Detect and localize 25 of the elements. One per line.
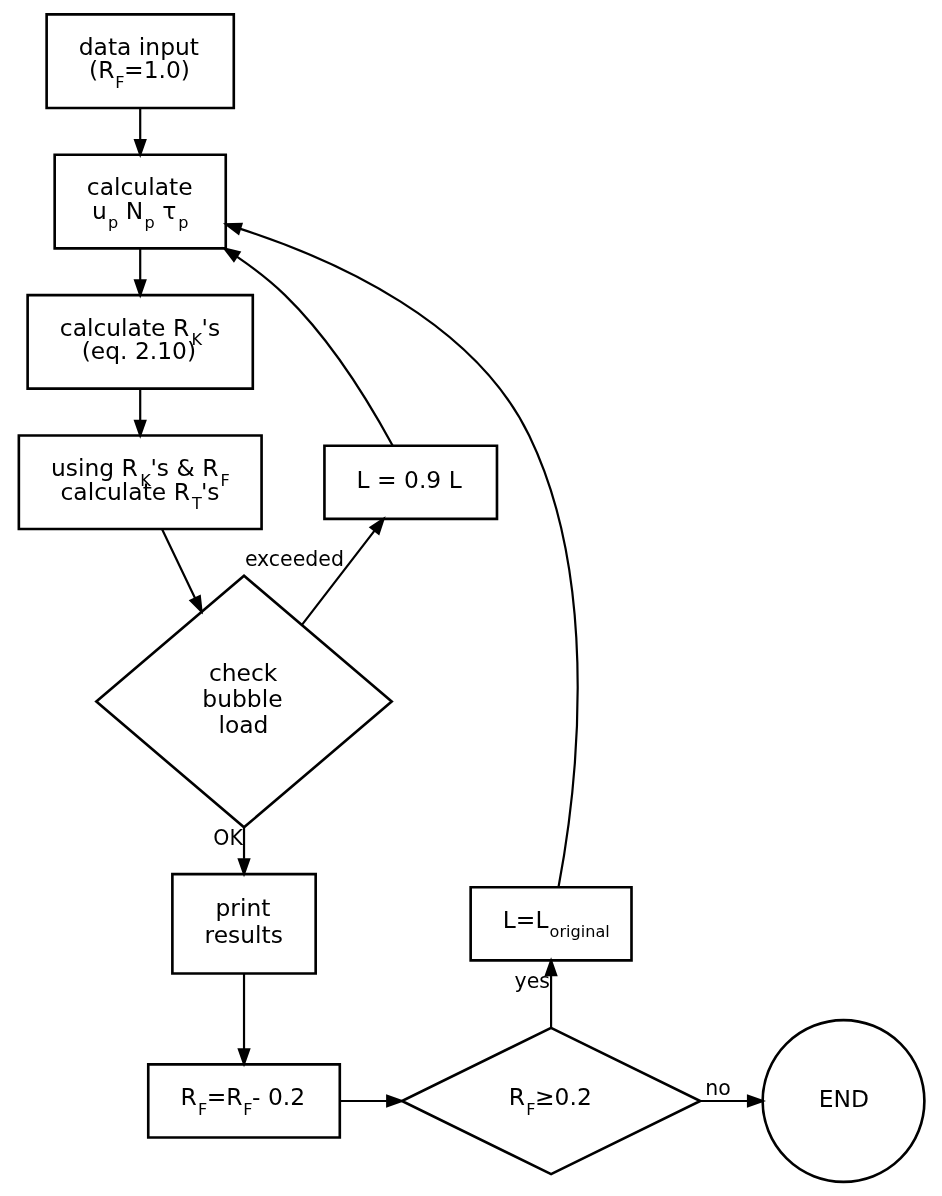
arrow [222,222,579,888]
arrow [160,528,203,615]
node-diamond: check bubble load [93,574,394,830]
node-box: calculate R$_{K}$'s (eq. 2.10) [25,293,254,390]
arrow [300,516,386,626]
arrow [236,827,251,878]
arrow [133,248,147,299]
arrow [700,1094,766,1108]
arrow [221,246,394,447]
edge-label: yes [514,969,550,994]
node-box: R$_{F}$=R$_{F}$- 0.2 [146,1063,341,1139]
node-box: using R$_{K}$'s & R$_{F}$ calculate R$_{T}$'s [17,434,263,531]
node-box: L = 0.9 L [322,444,498,521]
arrow [133,388,147,439]
arrow [339,1094,405,1108]
edge-label: no [704,1076,731,1101]
node-box: data input (R$_{F}$=1.0) [44,13,235,110]
node-box: calculate u$_{p}$ N$_{p}$ τ$_{p}$ [52,153,227,250]
node-box: L=L$_{original}$ [468,885,633,962]
arrow [543,957,558,1028]
node-circle: END [760,1018,926,1184]
edge-label: exceeded [244,547,344,572]
arrow [236,973,251,1068]
node-box: print results [170,872,317,975]
arrow [133,108,147,159]
